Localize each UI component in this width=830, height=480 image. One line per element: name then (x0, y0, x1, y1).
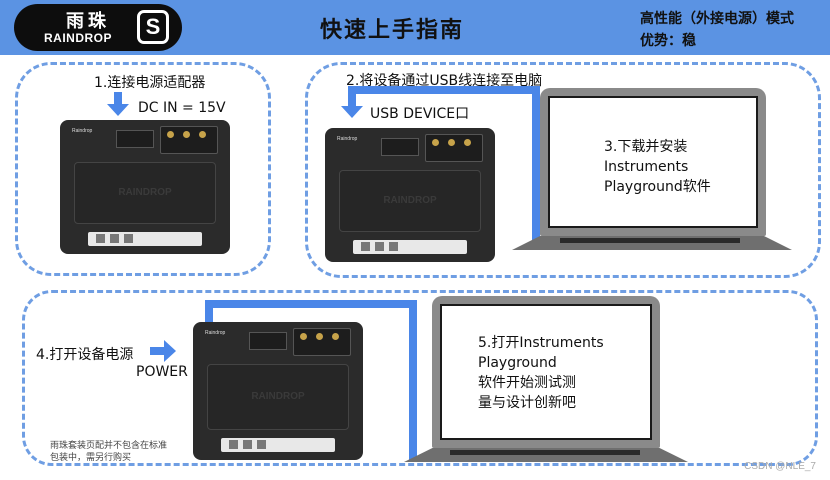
usb-cable-4-left (205, 300, 213, 324)
power-button-label: POWER (136, 364, 188, 380)
power-arrow-icon (107, 104, 129, 116)
device-label: Raindrop (72, 128, 93, 134)
device-image-2: Raindrop RAINDROP (325, 128, 495, 262)
usb-arrow-icon (341, 106, 363, 118)
step5-line4: 量与设计创新吧 (478, 395, 576, 411)
brand-mark-icon: S (137, 10, 169, 44)
power-spec: DC IN = 15V (138, 100, 226, 116)
step4-panel (22, 290, 818, 466)
header-bar: 雨珠 RAINDROP S 快速上手指南 高性能（外接电源）模式 优势：稳 (0, 0, 830, 55)
step3-line3: Playground软件 (604, 179, 711, 195)
step3-line1: 3.下载并安装 (604, 139, 688, 155)
page-title: 快速上手指南 (320, 18, 465, 43)
brand-name-cn: 雨珠 (66, 11, 110, 32)
step5-line2: Playground (478, 355, 557, 371)
laptop-keyboard-2 (450, 450, 640, 455)
step1-panel (15, 62, 271, 276)
usb-cable-4-right (409, 300, 417, 460)
device-image-1: Raindrop RAINDROP (60, 120, 230, 254)
advantage-label: 优势：稳 (640, 33, 696, 49)
usb-port-label: USB DEVICE口 (370, 106, 470, 122)
control-strip (88, 232, 202, 246)
mode-label: 高性能（外接电源）模式 (640, 11, 794, 27)
power-arrow-right-shaft (150, 347, 166, 355)
brand-name-en: RAINDROP (44, 31, 113, 45)
step5-line1: 5.打开Instruments (478, 335, 604, 351)
usb-cable-top (348, 86, 540, 94)
laptop-screen-2: 5.打开Instruments Playground 软件开始测试测 量与设计创… (440, 304, 652, 440)
usb-cable-4-top (205, 300, 417, 308)
step3-line2: Instruments (604, 159, 689, 175)
power-arrow-shaft (114, 92, 122, 105)
device-brand: RAINDROP (118, 187, 172, 198)
brand-logo: 雨珠 RAINDROP S (14, 4, 182, 51)
step2-panel (305, 62, 821, 278)
step2-label: 2.将设备通过USB线连接至电脑 (346, 73, 543, 89)
laptop-keyboard-1 (560, 238, 740, 243)
step5-line3: 软件开始测试测 (478, 375, 576, 391)
device-image-3: Raindrop RAINDROP (193, 322, 363, 460)
usb-cable-left (348, 86, 356, 108)
watermark: CSDN @NLE_7 (744, 461, 816, 472)
laptop-image-2: 5.打开Instruments Playground 软件开始测试测 量与设计创… (432, 296, 660, 448)
laptop-image-1: 3.下载并安装 Instruments Playground软件 (540, 88, 766, 236)
port-block-icon (160, 126, 218, 154)
step4-note: 雨珠套装页配并不包含在标准包装中，需另行购买 (50, 441, 168, 463)
dip-switch-icon (116, 130, 154, 148)
step4-label: 4.打开设备电源 (36, 347, 134, 363)
step1-label: 1.连接电源适配器 (94, 75, 206, 91)
laptop-screen-1: 3.下载并安装 Instruments Playground软件 (548, 96, 758, 228)
usb-cable-right (532, 86, 540, 241)
power-arrow-right-icon (164, 340, 176, 362)
